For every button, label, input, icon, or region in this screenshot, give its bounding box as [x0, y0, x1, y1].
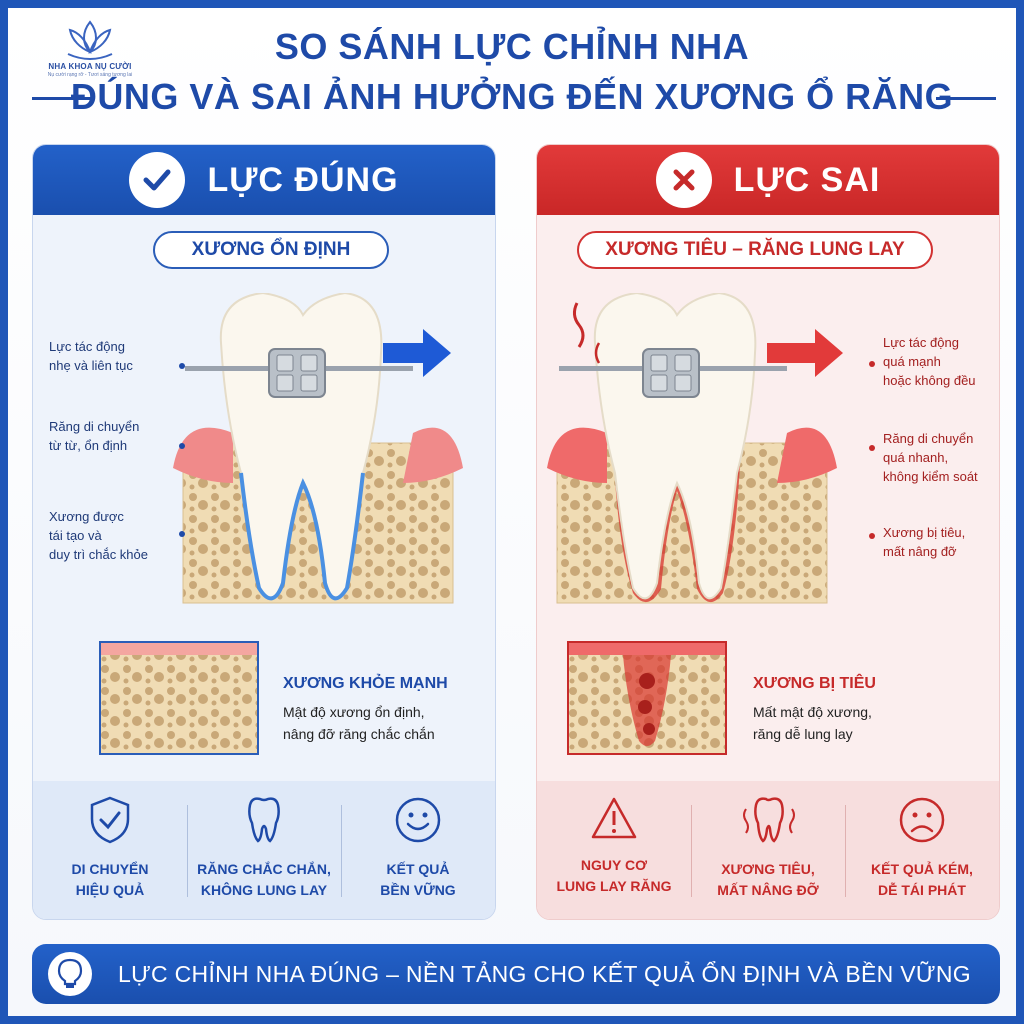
- wrong-label-bone: Xương bị tiêu,mất nâng đỡ: [883, 525, 966, 559]
- title-rule-right: [936, 97, 996, 100]
- footer-text: LỰC CHỈNH NHA ĐÚNG – NỀN TẢNG CHO KẾT QU…: [118, 960, 971, 987]
- footer-banner: LỰC CHỈNH NHA ĐÚNG – NỀN TẢNG CHO KẾT QU…: [32, 944, 1000, 1004]
- correct-label-force-dot: [179, 363, 185, 369]
- correct-subtitle-pill: XƯƠNG ỔN ĐỊNH: [153, 231, 389, 269]
- logo-brand: NHA KHOA NỤ CƯỜI: [48, 62, 132, 71]
- tooth-pain-icon: [743, 797, 795, 843]
- warning-icon: [591, 797, 637, 839]
- wrong-force-panel: LỰC SAI XƯƠNG TIÊU – RĂNG LUNG LAY Lực t: [536, 144, 1000, 920]
- lightbulb-icon: [48, 952, 92, 996]
- sad-icon: [899, 797, 945, 843]
- shield-check-icon: [90, 796, 130, 844]
- force-arrow-icon: [383, 329, 451, 377]
- smile-icon: [395, 797, 441, 843]
- excess-force-arrow-icon: [767, 329, 843, 377]
- wrong-subtitle-pill: XƯƠNG TIÊU – RĂNG LUNG LAY: [577, 231, 933, 269]
- tooth-icon: [248, 797, 280, 843]
- damaged-tooth-illustration: [547, 293, 843, 604]
- wrong-bone-desc: Mất mật độ xương,răng dễ lung lay: [753, 704, 872, 742]
- correct-panel-title: LỰC ĐÚNG: [207, 160, 399, 199]
- lotus-logo-icon: [67, 20, 113, 60]
- wrong-panel-header: LỰC SAI: [537, 145, 999, 215]
- wrong-label-movement-dot: [869, 445, 875, 451]
- title-rule-left: [32, 97, 92, 100]
- healthy-bone-thumbnail: [99, 641, 259, 755]
- page-title-line2: ĐÚNG VÀ SAI ẢNH HƯỞNG ĐẾN XƯƠNG Ổ RĂNG: [70, 76, 954, 117]
- wrong-label-force-dot: [869, 361, 875, 367]
- wrong-bone-title: XƯƠNG BỊ TIÊU: [753, 675, 876, 692]
- consequence-poor-result: KẾT QUẢ KÉM,DỄ TÁI PHÁT: [845, 781, 999, 919]
- page-title-line1: SO SÁNH LỰC CHỈNH NHA: [274, 26, 750, 67]
- logo-tagline: Nụ cười rạng rỡ - Tươi sáng tương lai: [47, 72, 133, 78]
- correct-label-bone-dot: [179, 531, 185, 537]
- x-icon: [655, 152, 712, 208]
- correct-panel-header: LỰC ĐÚNG: [33, 145, 495, 215]
- healthy-tooth-illustration: [173, 293, 463, 604]
- benefit-firm-teeth: RĂNG CHẮC CHẮN,KHÔNG LUNG LAY: [187, 781, 341, 919]
- wrong-label-bone-dot: [869, 533, 875, 539]
- correct-force-panel: LỰC ĐÚNG XƯƠNG ỔN ĐỊNH Lự: [32, 144, 496, 920]
- consequence-bone-loss: XƯƠNG TIÊU,MẤT NÂNG ĐỠ: [691, 781, 845, 919]
- clinic-logo: NHA KHOA NỤ CƯỜI Nụ cười rạng rỡ - Tươi …: [30, 18, 150, 90]
- wrong-panel-title: LỰC SAI: [733, 160, 881, 199]
- correct-label-movement-dot: [179, 443, 185, 449]
- check-icon: [129, 152, 186, 208]
- correct-bone-title: XƯƠNG KHỎE MẠNH: [283, 675, 448, 692]
- correct-bone-desc: Mật độ xương ổn định,nâng đỡ răng chắc c…: [283, 704, 435, 742]
- resorbed-bone-thumbnail: [567, 641, 727, 755]
